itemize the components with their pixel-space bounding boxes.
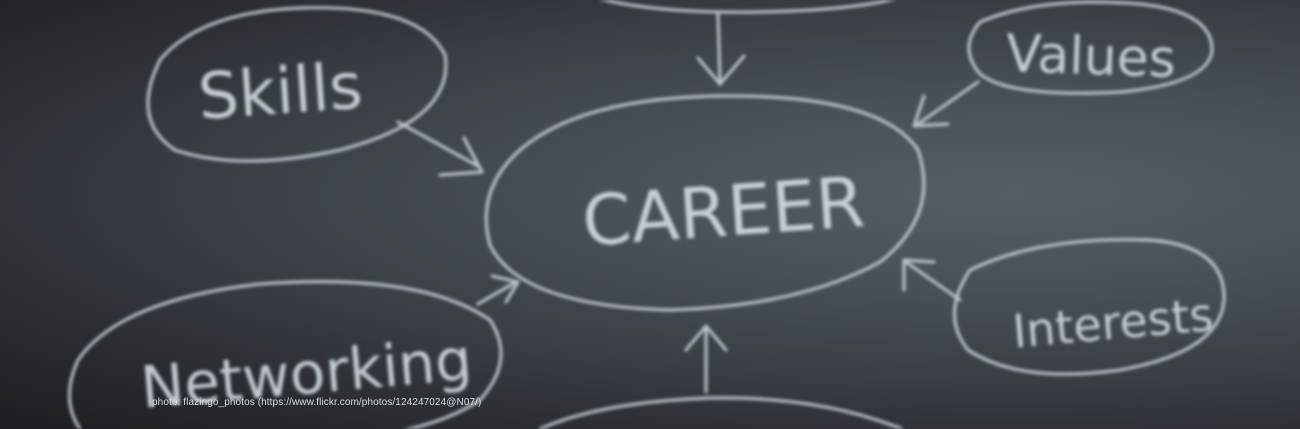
arrow-interests (902, 258, 962, 302)
arrow-top (696, 12, 746, 86)
career-ellipse (484, 94, 926, 312)
top-ellipse-partial (598, 0, 897, 14)
photo-credit: photo: flazingo_photos (https://www.flic… (152, 397, 482, 408)
career-label: CAREER (580, 161, 868, 263)
arrow-bottom (684, 324, 728, 394)
arrow-networking (476, 274, 520, 306)
values-ellipse (967, 0, 1214, 95)
skills-label: Skills (196, 50, 365, 135)
values-label: Values (1005, 24, 1177, 90)
interests-label: Interests (1010, 287, 1215, 358)
networking-ellipse (67, 280, 503, 429)
arrow-skills (396, 120, 484, 177)
interests-ellipse (952, 238, 1226, 376)
bottom-ellipse-partial (538, 396, 904, 429)
arrow-values (912, 80, 980, 128)
skills-ellipse (146, 6, 448, 163)
